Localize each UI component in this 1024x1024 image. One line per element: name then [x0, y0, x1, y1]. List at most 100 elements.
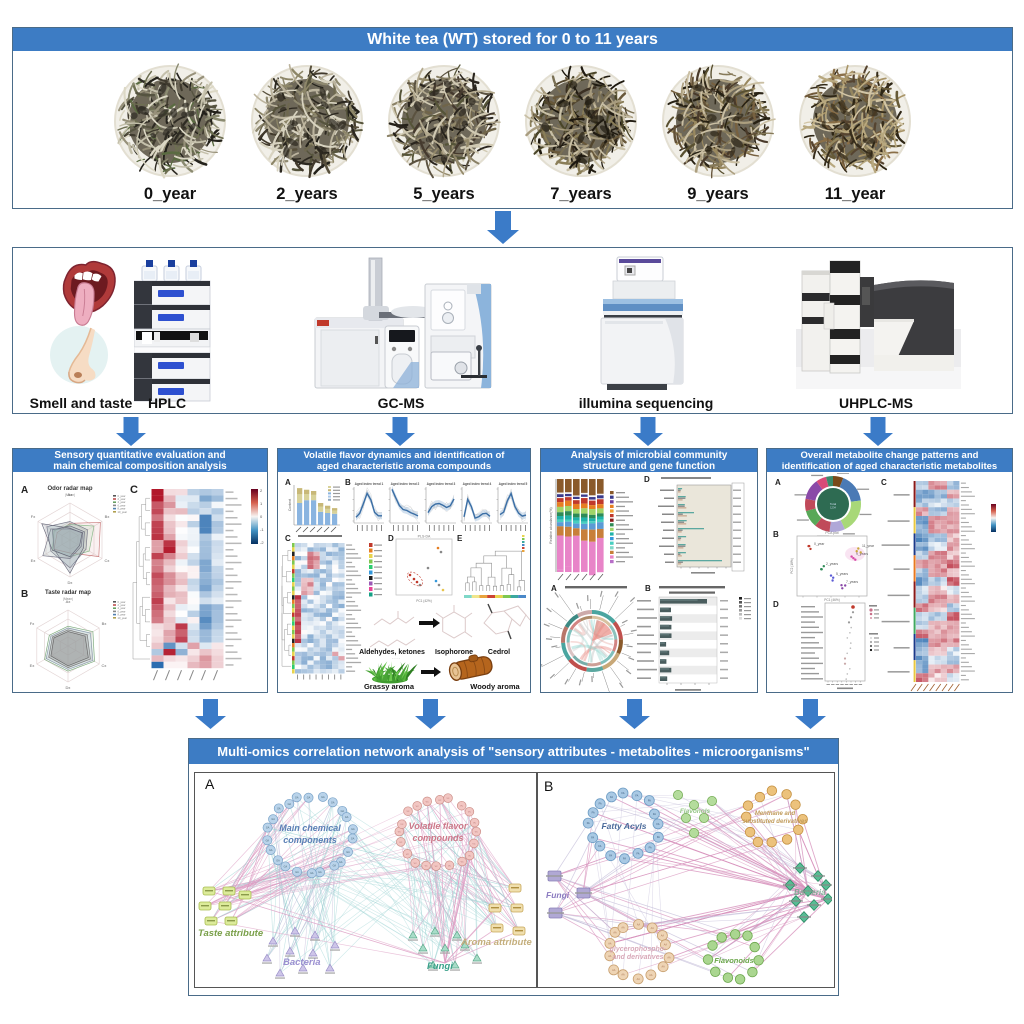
svg-text:GA: GA: [321, 796, 325, 799]
svg-text:GA: GA: [277, 807, 281, 810]
svg-text:VC: VC: [414, 863, 417, 865]
svg-text:10_year: 10_year: [118, 616, 128, 620]
svg-text:B: B: [645, 584, 651, 593]
svg-text:glycerophospho-: glycerophospho-: [609, 946, 667, 953]
svg-text:VC: VC: [468, 856, 471, 858]
svg-text:PC1 (42%): PC1 (42%): [416, 599, 432, 603]
svg-text:Fungi: Fungi: [546, 890, 570, 900]
svg-text:FA: FA: [587, 822, 590, 825]
svg-text:VC: VC: [472, 843, 475, 845]
svg-text:Fatty Acyls: Fatty Acyls: [601, 821, 646, 831]
svg-text:Main chemical: Main chemical: [279, 823, 341, 833]
svg-text:Odor radar map: Odor radar map: [47, 486, 92, 492]
svg-text:GA: GA: [339, 861, 343, 864]
svg-text:VC: VC: [460, 806, 463, 808]
svg-text:Bacteria: Bacteria: [794, 888, 826, 897]
svg-text:Dx: Dx: [68, 580, 73, 585]
svg-text:FA: FA: [648, 800, 651, 803]
svg-text:4_year: 4_year: [118, 606, 126, 610]
svg-text:GA: GA: [269, 849, 273, 852]
svg-text:GA: GA: [331, 801, 335, 804]
svg-text:AA: AA: [637, 978, 641, 981]
svg-text:VC: VC: [425, 866, 428, 868]
svg-text:VC: VC: [438, 800, 441, 802]
svg-text:GA: GA: [307, 797, 311, 800]
svg-text:A: A: [775, 478, 781, 487]
svg-text:C: C: [285, 534, 291, 543]
svg-text:8_year: 8_year: [118, 613, 126, 617]
svg-text:7_years: 7_years: [846, 580, 858, 584]
svg-text:A: A: [205, 776, 215, 792]
svg-text:Fx: Fx: [30, 621, 34, 626]
svg-text:Aged index trend 2: Aged index trend 2: [391, 482, 420, 486]
svg-text:2: 2: [260, 488, 263, 493]
svg-text:AA: AA: [661, 966, 665, 969]
svg-text:D: D: [644, 475, 650, 484]
svg-text:FA: FA: [623, 858, 626, 861]
svg-text:GA: GA: [333, 865, 337, 868]
svg-text:(Mean): (Mean): [63, 597, 73, 601]
svg-text:Menthane and: Menthane and: [755, 811, 796, 817]
svg-text:Taste attribute: Taste attribute: [198, 928, 264, 939]
svg-text:VC: VC: [406, 811, 409, 813]
svg-text:AA: AA: [608, 942, 612, 945]
svg-text:0_year: 0_year: [118, 494, 126, 498]
svg-text:Cedrol: Cedrol: [488, 649, 510, 656]
svg-text:VC: VC: [475, 832, 478, 834]
svg-text:GA: GA: [346, 851, 350, 854]
svg-text:D: D: [388, 534, 394, 543]
svg-text:GA: GA: [266, 827, 270, 830]
svg-text:- - - - -: - - - - -: [392, 656, 400, 660]
svg-text:VC: VC: [473, 823, 476, 825]
svg-text:0_year: 0_year: [814, 542, 825, 546]
svg-text:compounds: compounds: [413, 833, 464, 843]
svg-text:FA: FA: [635, 795, 638, 798]
svg-text:VC: VC: [461, 862, 464, 864]
svg-text:9_years: 9_years: [856, 552, 868, 556]
svg-text:GA: GA: [284, 865, 288, 868]
svg-text:PC2 (18%): PC2 (18%): [790, 558, 794, 574]
svg-text:VC: VC: [468, 812, 471, 814]
svg-text:B: B: [544, 778, 553, 794]
svg-text:FA: FA: [592, 812, 595, 815]
svg-text:2_year: 2_year: [118, 497, 126, 501]
svg-text:AA: AA: [612, 969, 616, 972]
svg-text:AA: AA: [637, 923, 641, 926]
svg-text:10_year: 10_year: [118, 510, 128, 514]
svg-text:Content: Content: [288, 499, 292, 511]
svg-text:GA: GA: [345, 816, 349, 819]
svg-text:and derivatives: and derivatives: [613, 954, 664, 961]
svg-text:Aged index trend 4: Aged index trend 4: [463, 482, 492, 486]
svg-text:Bx: Bx: [102, 621, 107, 626]
svg-text:FA: FA: [599, 803, 602, 806]
svg-text:B: B: [773, 530, 779, 539]
svg-text:PC1 (46%): PC1 (46%): [824, 598, 840, 602]
svg-text:Cx: Cx: [105, 558, 110, 563]
svg-text:AA: AA: [608, 955, 612, 958]
svg-text:FA: FA: [591, 837, 594, 840]
svg-text:VC: VC: [400, 824, 403, 826]
svg-text:VC: VC: [399, 842, 402, 844]
svg-text:1: 1: [260, 501, 263, 506]
svg-text:Flavonols: Flavonols: [680, 808, 711, 815]
svg-text:5_years: 5_years: [836, 572, 848, 576]
svg-text:-2: -2: [260, 540, 264, 545]
svg-text:Flavonoids: Flavonoids: [714, 956, 754, 965]
svg-text:Fungi: Fungi: [427, 961, 453, 972]
svg-text:GA: GA: [276, 859, 280, 862]
svg-text:FA: FA: [657, 823, 660, 826]
svg-text:Ex: Ex: [31, 558, 36, 563]
svg-text:VC: VC: [448, 865, 451, 867]
svg-text:0: 0: [260, 514, 263, 519]
svg-text:11_year: 11_year: [862, 544, 875, 548]
svg-text:Aged index trend 1: Aged index trend 1: [355, 482, 384, 486]
svg-text:GA: GA: [266, 839, 270, 842]
svg-text:FA: FA: [657, 836, 660, 839]
svg-text:4_year: 4_year: [118, 500, 126, 504]
svg-text:Fx: Fx: [31, 514, 35, 519]
svg-text:GA: GA: [351, 838, 355, 841]
svg-text:6_year: 6_year: [118, 503, 126, 507]
svg-text:A: A: [551, 584, 557, 593]
svg-text:Aldehydes, ketones: Aldehydes, ketones: [359, 649, 425, 656]
svg-text:GA: GA: [318, 871, 322, 874]
